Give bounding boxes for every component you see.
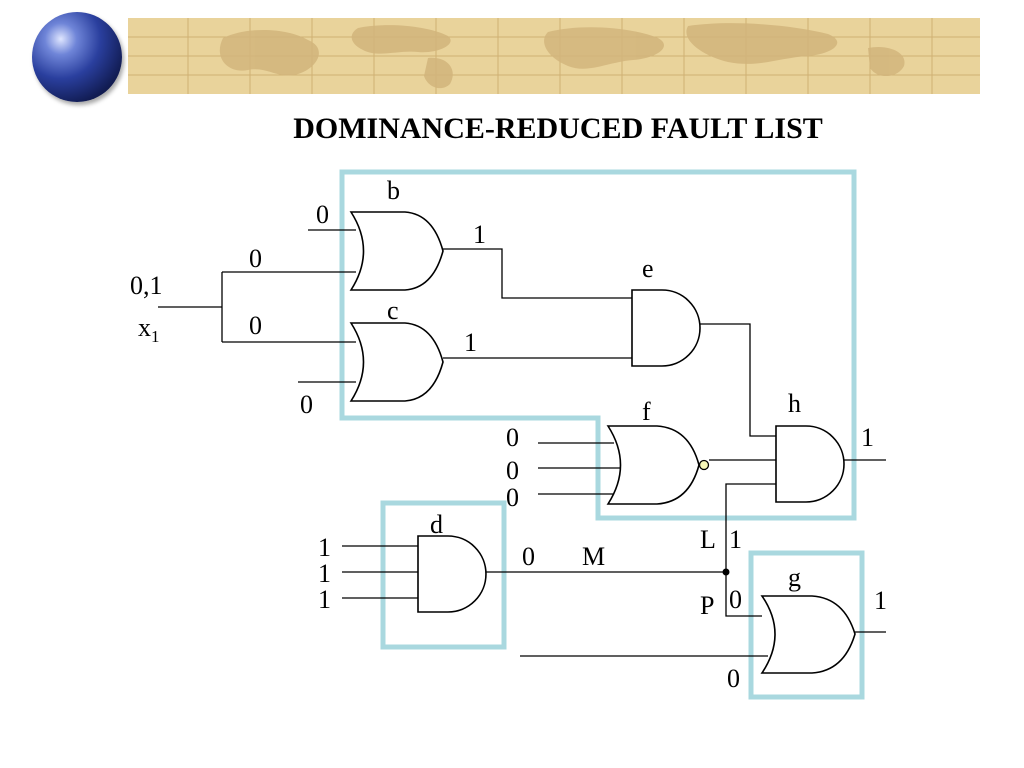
net-label-l: L (700, 525, 716, 554)
value-c-out: 1 (464, 328, 477, 357)
value-g-out: 1 (874, 586, 887, 615)
gate-g-box (748, 550, 865, 700)
world-map-banner (128, 18, 980, 94)
gate-b-or (349, 211, 444, 291)
value-l: 1 (729, 525, 742, 554)
gate-e-and (631, 289, 701, 367)
gate-f-inversion-bubble (698, 459, 710, 471)
gate-label-b: b (387, 176, 400, 205)
gate-d-and (417, 535, 487, 613)
world-map-graphic (128, 18, 980, 94)
input-x1-name: x1 (138, 313, 160, 346)
gate-h-and (775, 425, 845, 503)
value-p: 0 (729, 585, 742, 614)
value-b-in-top: 0 (316, 200, 329, 229)
gate-d-box (380, 500, 507, 650)
value-c-in-top: 0 (249, 311, 262, 340)
value-b-out: 1 (473, 220, 486, 249)
gate-label-f: f (642, 397, 651, 426)
gate-label-c: c (387, 296, 399, 325)
value-f-in3: 0 (506, 483, 519, 512)
value-d-out: 0 (522, 542, 535, 571)
gate-label-e: e (642, 254, 654, 283)
slide-title: DOMINANCE-REDUCED FAULT LIST (293, 112, 823, 145)
value-f-in1: 0 (506, 423, 519, 452)
value-c-in-bottom: 0 (300, 390, 313, 419)
value-d-in3: 1 (318, 585, 331, 614)
value-h-out: 1 (861, 423, 874, 452)
value-b-in-bottom: 0 (249, 244, 262, 273)
value-d-in2: 1 (318, 559, 331, 588)
gate-g-or (760, 595, 856, 674)
globe-icon (32, 12, 122, 102)
value-d-in1: 1 (318, 533, 331, 562)
dominance-region-box (339, 169, 857, 521)
wires (158, 229, 886, 657)
value-f-in2: 0 (506, 456, 519, 485)
net-label-p: P (700, 591, 714, 620)
gate-c-or (349, 322, 444, 402)
fanout-junction-dot (722, 568, 730, 576)
value-g-in-bottom: 0 (727, 664, 740, 693)
gate-label-d: d (430, 510, 443, 539)
gate-label-g: g (788, 563, 801, 592)
input-x1-value: 0,1 (130, 271, 163, 300)
net-label-m: M (582, 542, 605, 571)
gate-label-h: h (788, 389, 801, 418)
gate-f-nor (606, 425, 700, 505)
